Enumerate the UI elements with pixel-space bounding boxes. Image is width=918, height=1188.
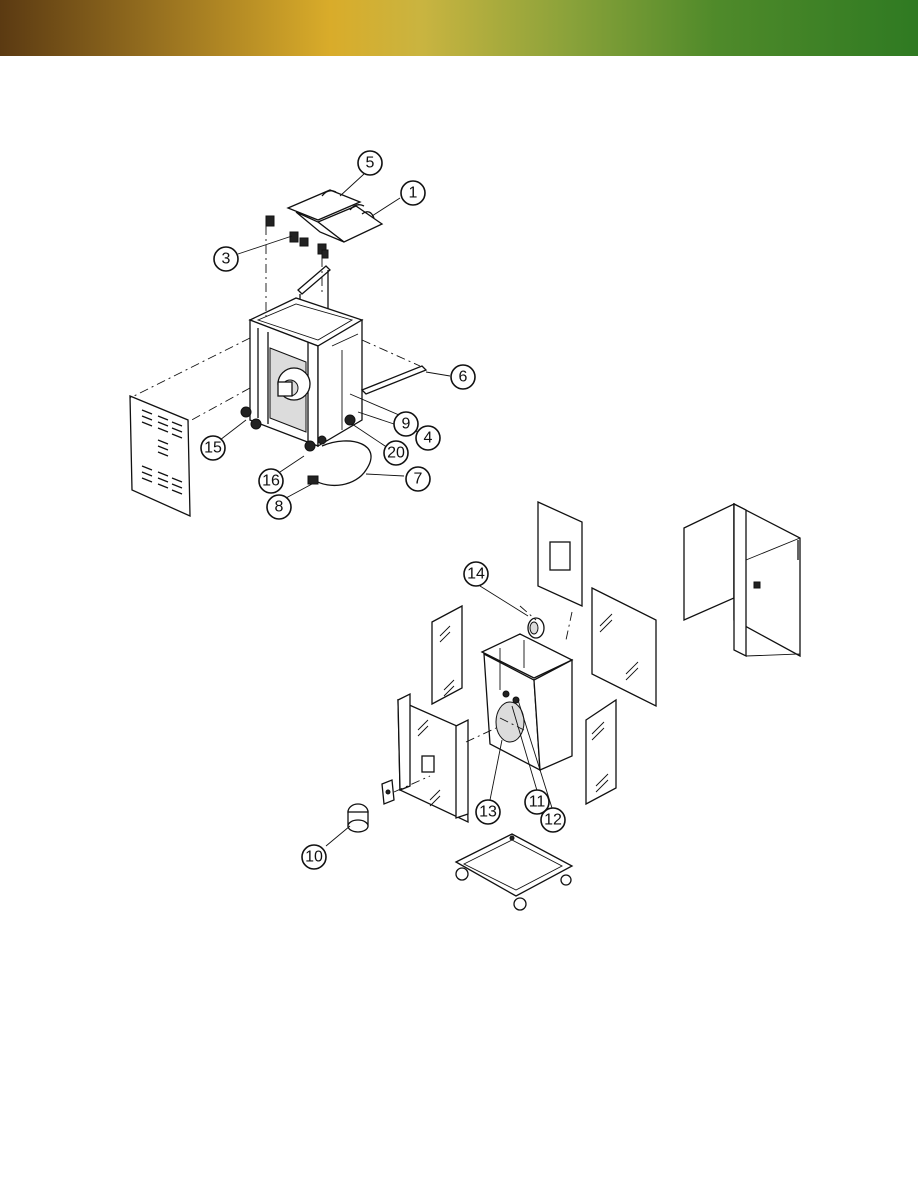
power-cord bbox=[308, 441, 371, 485]
svg-text:14: 14 bbox=[467, 566, 485, 583]
glass-panel-large bbox=[592, 588, 656, 706]
callout-9: 9 bbox=[394, 412, 418, 436]
svg-text:5: 5 bbox=[366, 155, 375, 172]
vented-side-panel bbox=[130, 396, 190, 516]
svg-text:4: 4 bbox=[424, 430, 433, 447]
callout-3: 3 bbox=[214, 247, 238, 271]
callout-1: 1 bbox=[401, 181, 425, 205]
glass-panel-small bbox=[586, 700, 616, 804]
callout-13: 13 bbox=[476, 800, 500, 824]
knob-cap bbox=[348, 804, 368, 832]
svg-text:16: 16 bbox=[262, 473, 280, 490]
glass-panel-left bbox=[432, 606, 462, 704]
base-dolly bbox=[456, 834, 572, 910]
svg-text:1: 1 bbox=[409, 185, 418, 202]
callout-5: 5 bbox=[358, 151, 382, 175]
callout-8: 8 bbox=[267, 495, 291, 519]
inner-cabinet-box bbox=[482, 634, 572, 770]
callout-15: 15 bbox=[201, 436, 225, 460]
svg-text:6: 6 bbox=[459, 369, 468, 386]
shelf-rod-part bbox=[362, 366, 426, 394]
svg-text:13: 13 bbox=[479, 804, 497, 821]
callout-20: 20 bbox=[384, 441, 408, 465]
back-panel-with-window bbox=[538, 502, 582, 606]
callout-14: 14 bbox=[464, 562, 488, 586]
callout-4: 4 bbox=[416, 426, 440, 450]
front-panel bbox=[398, 694, 468, 822]
outer-shell bbox=[684, 504, 800, 656]
svg-text:10: 10 bbox=[305, 849, 323, 866]
collar-ring bbox=[528, 618, 544, 638]
callout-12: 12 bbox=[541, 808, 565, 832]
callout-10: 10 bbox=[302, 845, 326, 869]
top-lid-panels bbox=[288, 190, 382, 242]
svg-text:7: 7 bbox=[414, 471, 423, 488]
svg-text:3: 3 bbox=[222, 251, 231, 268]
svg-text:20: 20 bbox=[387, 445, 405, 462]
svg-text:15: 15 bbox=[204, 440, 222, 457]
callout-16: 16 bbox=[259, 469, 283, 493]
svg-text:8: 8 bbox=[275, 499, 284, 516]
cabinet-frame bbox=[241, 298, 362, 451]
svg-text:11: 11 bbox=[529, 794, 546, 811]
switch-plate bbox=[382, 780, 394, 804]
svg-text:9: 9 bbox=[402, 416, 411, 433]
svg-text:12: 12 bbox=[544, 812, 562, 829]
callout-6: 6 bbox=[451, 365, 475, 389]
callout-7: 7 bbox=[406, 467, 430, 491]
